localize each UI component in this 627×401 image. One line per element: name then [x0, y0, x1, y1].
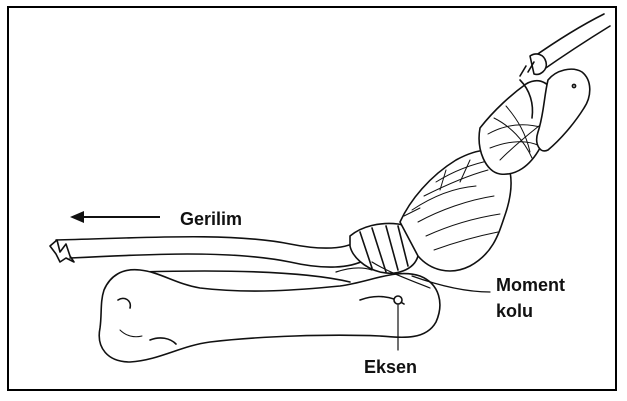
- axis-label: Eksen: [364, 356, 417, 378]
- moment-arm-label-line2: kolu: [496, 300, 533, 322]
- metacarpal-bone: [99, 270, 440, 362]
- tension-label: Gerilim: [180, 208, 242, 230]
- tension-arrow-icon: [70, 211, 160, 223]
- moment-arm-label-line1: Moment: [496, 274, 565, 296]
- distal-phalanx: [537, 69, 590, 151]
- flexor-tendon: [50, 237, 365, 282]
